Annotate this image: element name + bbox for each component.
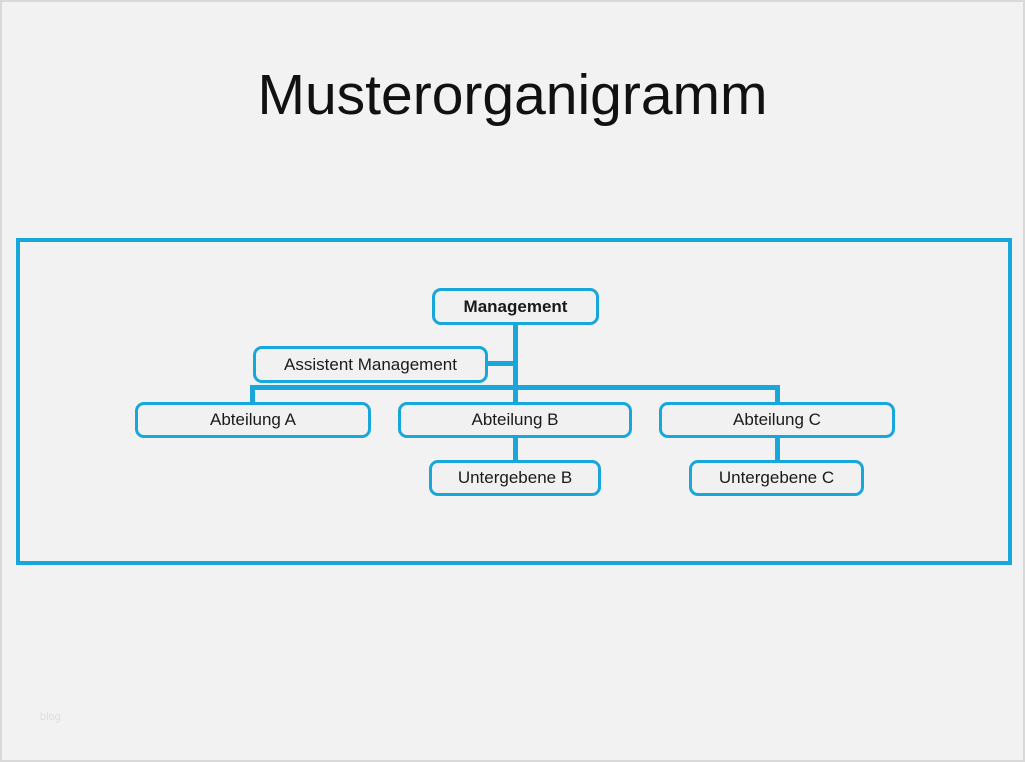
page-title: Musterorganigramm [257,63,768,127]
org-node-abteilung-a: Abteilung A [135,402,371,438]
connector-b-untergebene [513,437,518,461]
connector-management-down [513,323,518,404]
org-node-management: Management [432,288,599,325]
org-node-abteilung-c: Abteilung C [659,402,895,438]
connector-c-untergebene [775,437,780,461]
org-node-untergebene-c: Untergebene C [689,460,864,496]
connector-departments-rail [250,385,780,390]
connector-assistent [486,361,514,366]
org-chart-frame [16,238,1012,565]
org-node-untergebene-b: Untergebene B [429,460,601,496]
connector-drop-abteilung-c [775,388,780,403]
org-node-abteilung-b: Abteilung B [398,402,632,438]
org-node-assistent-management: Assistent Management [253,346,488,383]
connector-drop-abteilung-a [250,388,255,403]
watermark-text: blog [40,711,61,723]
